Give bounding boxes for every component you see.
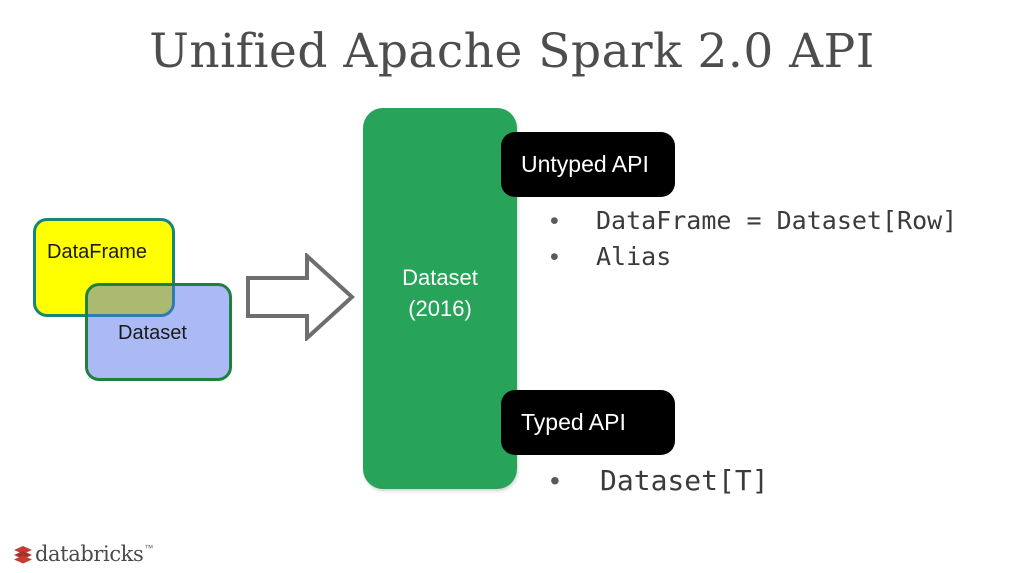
dataframe-shape-label: DataFrame xyxy=(47,241,148,263)
bullet-icon: • xyxy=(550,207,559,235)
databricks-wordmark: databricks xyxy=(35,541,144,566)
typed-api-badge: Typed API xyxy=(501,390,675,455)
list-item: • Dataset[T] xyxy=(550,462,769,500)
trademark-symbol: ™ xyxy=(144,543,154,553)
dataset-shape-label: Dataset xyxy=(118,322,187,344)
untyped-api-bullet-list: • DataFrame = Dataset[Row] • Alias xyxy=(550,203,957,275)
bullet-icon: • xyxy=(550,243,559,271)
typed-api-bullet-list: • Dataset[T] xyxy=(550,462,769,500)
unified-dataset-panel-label: Dataset (2016) xyxy=(402,265,478,321)
unified-dataset-panel xyxy=(363,108,517,489)
page-title: Unified Apache Spark 2.0 API xyxy=(149,24,875,79)
dataframe-shape xyxy=(33,218,175,317)
list-item: • Alias xyxy=(550,239,957,275)
list-item-label: Alias xyxy=(596,242,672,271)
dataset-shape xyxy=(85,283,232,381)
list-item-label: DataFrame = Dataset[Row] xyxy=(596,206,958,235)
list-item-label: Dataset[T] xyxy=(600,464,769,497)
bullet-icon: • xyxy=(550,465,560,496)
untyped-api-badge: Untyped API xyxy=(501,132,675,197)
databricks-stacked-layers-icon xyxy=(14,546,32,564)
right-block-arrow-icon xyxy=(246,253,355,341)
list-item: • DataFrame = Dataset[Row] xyxy=(550,203,957,239)
databricks-logo: databricks ™ xyxy=(12,541,153,567)
